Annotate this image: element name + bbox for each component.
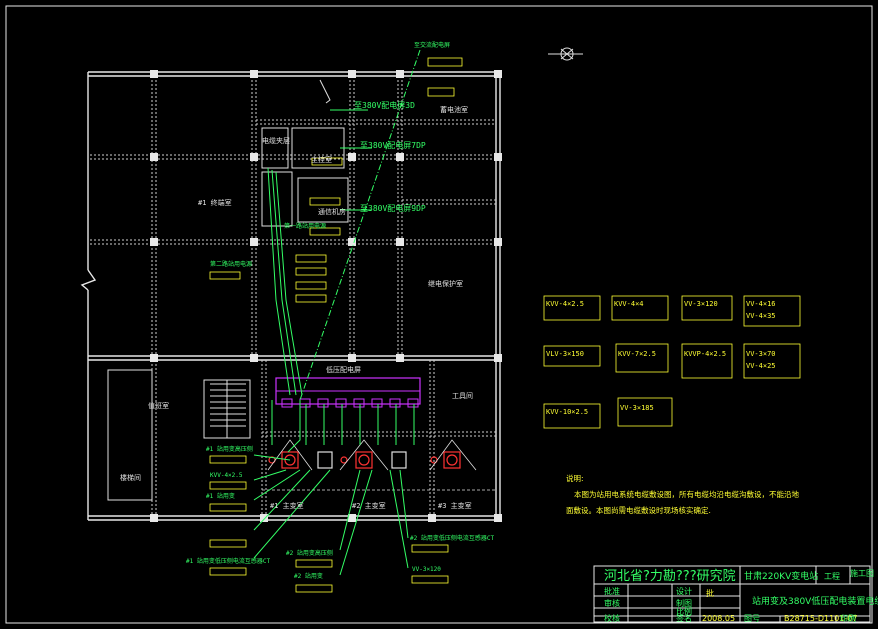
legend-item-11: KVV-10×2.5 [546,408,588,416]
cabinet-9dp-label: 至380V配电屏9DP [360,203,426,213]
legend-item-7: KVV-7×2.5 [618,350,656,358]
tb-check: 校核 [604,613,620,623]
sw-2-label: #2 站用变高压侧 [286,549,333,557]
title-block [593,565,871,623]
ct-1-label: #1 站用变低压侧电流互感器CT [186,557,270,565]
drawing-title: 站用变及380V低压配电装置电缆敷设图 [752,595,878,607]
legend-item-10: VV-4×25 [746,362,776,370]
room-label-comm: 通信机房 [318,207,346,216]
room-label-tool: 工具间 [452,392,473,400]
grid-columns [90,76,496,516]
signature-icon: 批 [706,588,714,598]
stair-room-left [107,369,153,501]
room-label-stairs: 楼梯间 [120,473,141,482]
institute-name: 河北省?力勘???研究院 [604,569,736,584]
room-label-2-xfmr: #2 主变室 [352,501,386,510]
tb-review: 审核 [604,598,620,608]
tb-drawing-no: B28715-D1101-07 [784,614,857,623]
tb-approve: 批准 [604,586,620,596]
cabinet-7dp-label: 至380V配电屏7DP [360,140,426,150]
ct-2-label: #2 站用变低压侧电流互感器CT [410,534,494,542]
transformer-outlines [262,439,496,491]
cabinet-3d-label: 至380V配电屏3D [354,100,415,110]
small-rooms [261,127,349,227]
cable-routes [253,49,421,576]
tb-design: 设计 [676,586,692,596]
tb-date-label: 签名 [676,613,692,623]
notes-line-1: 本图为站用电系统电缆敷设图，所有电缆均沿电缆沟敷设，不能沿地 [574,489,799,499]
notes-title: 说明: [566,473,584,483]
room-label-1-terminal: #1 终端室 [198,198,232,207]
transformer-symbols [268,451,461,469]
stairs [203,79,331,439]
stage-code: 工程 [824,572,840,581]
legend-item-5: VV-4×35 [746,312,776,320]
tb-scale: 比例 [676,606,692,616]
room-label-main-control: 主控室 [311,155,332,164]
xfmr-2-label: #2 站用变 [294,572,323,580]
cable-code-a: KVV-4×2.5 [210,472,243,479]
tb-date: 2008.05 [702,614,735,623]
north-arrow-icon [548,47,583,61]
legend-item-4: VV-4×16 [746,300,776,308]
plan-tags [209,57,463,593]
legend-item-1: KVV-4×2.5 [546,300,584,308]
legend-item-8: KVVP-4×2.5 [684,350,726,358]
room-label-duty: 值班室 [148,401,169,410]
legend-item-6: VLV-3×150 [546,350,584,358]
project-name: 甘肃220KV变电站 [744,570,818,582]
legend-item-3: VV-3×120 [684,300,718,308]
top-cabinet-label: 至交流配电屏 [414,41,450,49]
sw-1-label: #1 站用变高压侧 [206,445,253,453]
feeder-1-label: 第一路站用电源 [284,222,326,230]
room-label-cable-floor: 电缆夹层 [262,136,290,145]
legend-item-12: VV-3×185 [620,404,654,412]
legend-item-9: VV-3×70 [746,350,776,358]
tb-print: 印刷 [840,614,856,623]
room-label-1-xfmr: #1 主变室 [270,501,304,510]
xfmr-1-label: #1 站用变 [206,492,235,500]
building-walls [80,71,501,521]
cable-legend [543,295,801,429]
bus-panel [275,377,421,408]
notes-line-2: 面敷设。本图尚需电缆敷设时现场核实确定. [566,505,711,515]
room-label-battery: 蓄电池室 [440,105,468,114]
bus-panel-label: 低压配电屏 [326,365,361,374]
cable-code-b: VV-3×120 [412,566,441,573]
feeder-2-label: 第二路站用电源 [210,260,252,268]
tb-sheet-label: 图号 [744,614,760,623]
structural-columns [150,70,502,522]
legend-item-2: KVV-4×4 [614,300,644,308]
room-label-relay: 继电保护室 [428,279,463,288]
stage-label: 施工图 [850,568,874,578]
drawing-border [5,5,873,624]
room-label-3-xfmr: #3 主变室 [438,501,472,510]
tb-draw: 制图 [676,598,692,608]
